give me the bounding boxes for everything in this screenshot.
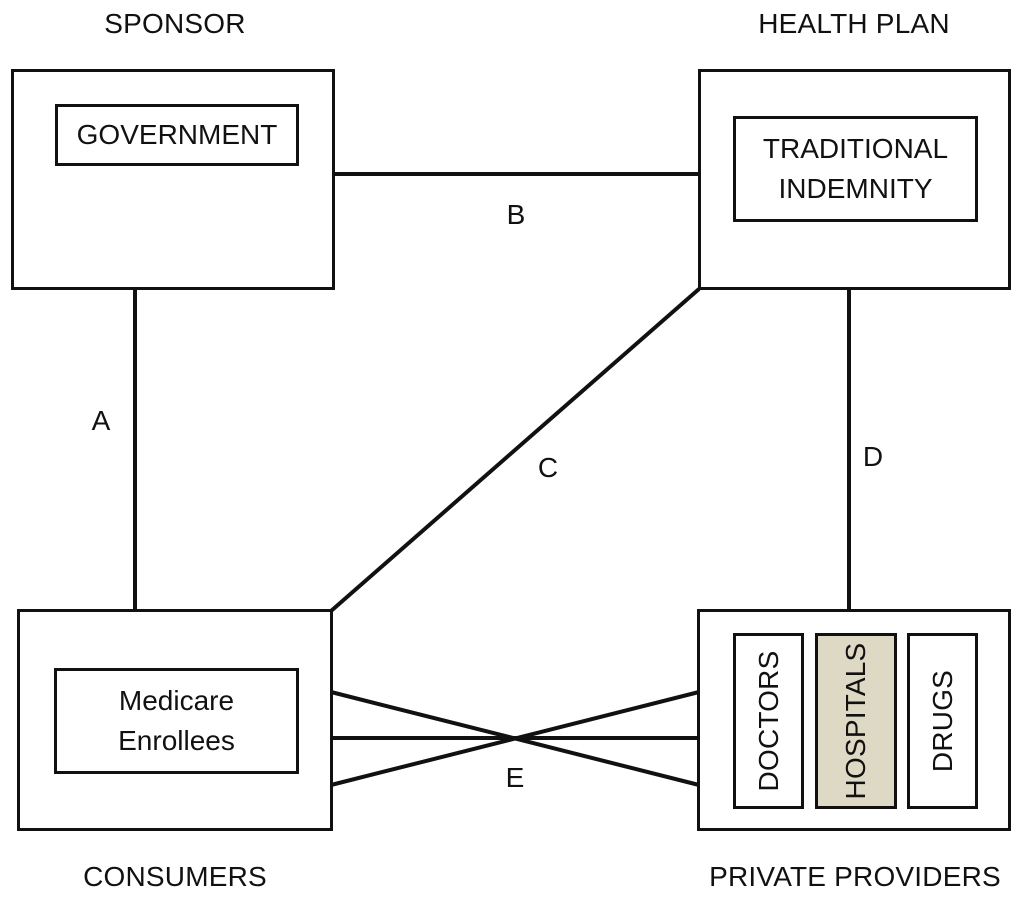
medicare-label: Medicare [118,685,235,716]
edge-c-line [329,287,701,613]
drugs-box: DRUGS [907,633,978,809]
enrollees-label: Enrollees [118,725,235,756]
doctors-box: DOCTORS [733,633,804,809]
health-plan-label: HEALTH PLAN [758,8,950,39]
sponsor-label: SPONSOR [104,8,246,39]
edge-e-line-bottom [330,690,700,787]
edge-a-label: A [91,405,111,436]
hospitals-label: HOSPITALS [840,642,871,800]
medicare-enrollees-box: Medicare Enrollees [54,668,299,774]
edge-d-label: D [862,441,884,472]
private-providers-box: DOCTORS HOSPITALS DRUGS [697,609,1011,831]
sponsor-box: GOVERNMENT [11,69,335,290]
private-providers-label: PRIVATE PROVIDERS [709,861,1001,892]
drugs-label: DRUGS [926,669,958,773]
doctors-label: DOCTORS [752,650,784,792]
government-label: GOVERNMENT [76,119,278,150]
hospitals-box: HOSPITALS [815,633,897,809]
edge-e-label: E [505,762,525,793]
health-plan-box: TRADITIONAL INDEMNITY [698,69,1011,290]
consumers-label: CONSUMERS [83,861,267,892]
traditional-label: TRADITIONAL [762,133,949,164]
consumers-box: Medicare Enrollees [17,609,333,831]
edge-b-label: B [506,199,526,230]
indemnity-label: INDEMNITY [778,173,933,204]
edge-c-label: C [537,452,559,483]
traditional-indemnity-box: TRADITIONAL INDEMNITY [733,116,978,222]
government-box: GOVERNMENT [55,104,299,166]
